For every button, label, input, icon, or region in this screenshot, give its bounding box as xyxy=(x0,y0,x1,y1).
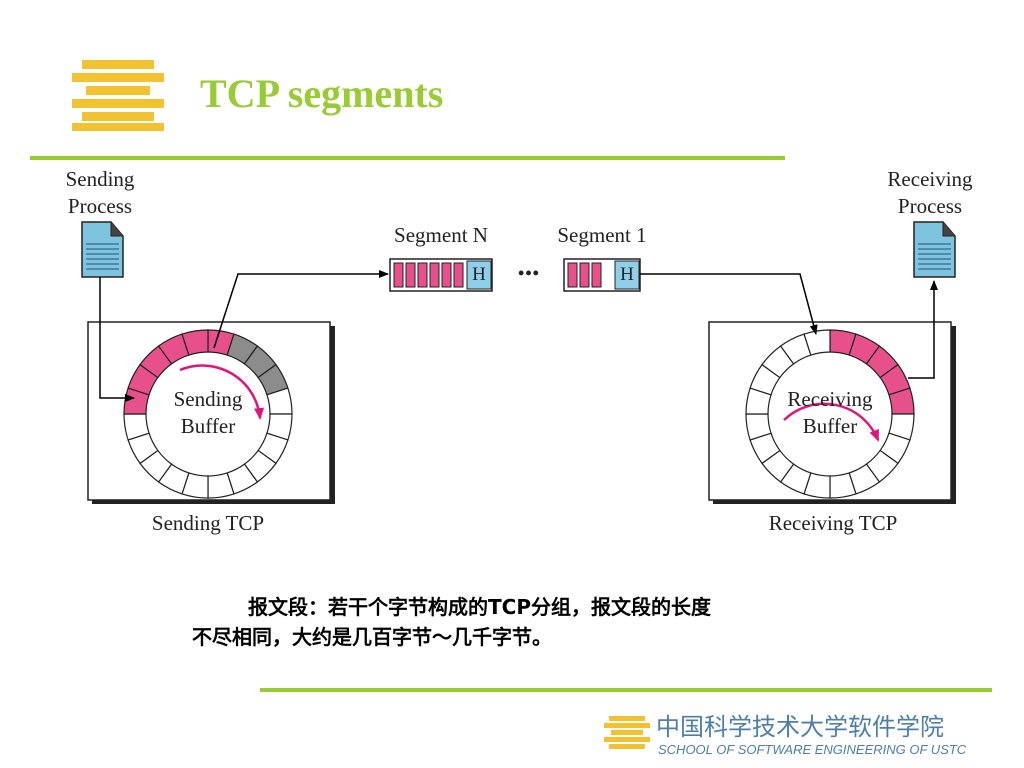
slide-caption: 报文段：若干个字节构成的TCP分组，报文段的长度 不尽相同，大约是几百字节～几千… xyxy=(192,592,872,652)
footer-school-name-en: SCHOOL OF SOFTWARE ENGINEERING OF USTC xyxy=(658,742,967,757)
receiving-process-label: Receiving Process xyxy=(870,166,990,220)
caption-line-1: 报文段：若干个字节构成的TCP分组，报文段的长度 xyxy=(248,595,711,619)
receiving-buffer-label: Receiving Buffer xyxy=(772,386,888,440)
receiving-process-label-line1: Receiving xyxy=(887,167,973,191)
sending-buffer-label-line1: Sending xyxy=(173,387,243,411)
receiving-process-document-icon xyxy=(913,221,956,278)
sending-process-label: Sending Process xyxy=(50,166,150,220)
receiving-tcp-label: Receiving TCP xyxy=(768,511,898,535)
segment-n-label: Segment N xyxy=(394,223,488,247)
footer-divider xyxy=(260,688,992,692)
receiving-direction-arc xyxy=(783,402,880,442)
sending-tcp-label: Sending TCP xyxy=(151,511,265,535)
sending-direction-arc xyxy=(179,364,265,420)
slide-title: TCP segments xyxy=(200,71,444,116)
segment-1-label: Segment 1 xyxy=(557,223,647,247)
segment-1-box xyxy=(563,258,641,292)
segment-to-recv-buffer-arrow xyxy=(640,273,818,335)
title-divider xyxy=(30,156,785,160)
segment-n-box xyxy=(389,258,493,292)
sending-process-label-line2: Process xyxy=(67,194,133,218)
segment-n-header-label: H xyxy=(472,264,486,285)
sending-process-label-line1: Sending xyxy=(65,167,135,191)
sending-process-document-icon xyxy=(81,221,124,278)
buffer-slot xyxy=(181,329,209,356)
receiving-buffer-label-line2: Buffer xyxy=(802,414,858,438)
sending-buffer-ring xyxy=(123,329,293,499)
receiving-buffer-ring xyxy=(745,329,915,499)
recv-buffer-to-process-arrow xyxy=(908,280,938,379)
receiving-process-label-line2: Process xyxy=(897,194,963,218)
process-to-send-buffer-arrow xyxy=(99,277,135,402)
footer-school-name-cn: 中国科学技术大学软件学院 xyxy=(656,713,944,741)
segment-1-header-label: H xyxy=(620,264,634,285)
caption-line-2: 不尽相同，大约是几百字节～几千字节。 xyxy=(192,625,552,649)
sending-buffer-label: Sending Buffer xyxy=(156,386,260,440)
footer-logo xyxy=(604,716,650,749)
segment-ellipsis: ••• xyxy=(518,263,540,283)
receiving-buffer-label-line1: Receiving xyxy=(787,387,873,411)
send-buffer-to-segment-arrow xyxy=(213,270,389,349)
school-logo xyxy=(72,60,164,131)
sending-buffer-label-line2: Buffer xyxy=(180,414,236,438)
